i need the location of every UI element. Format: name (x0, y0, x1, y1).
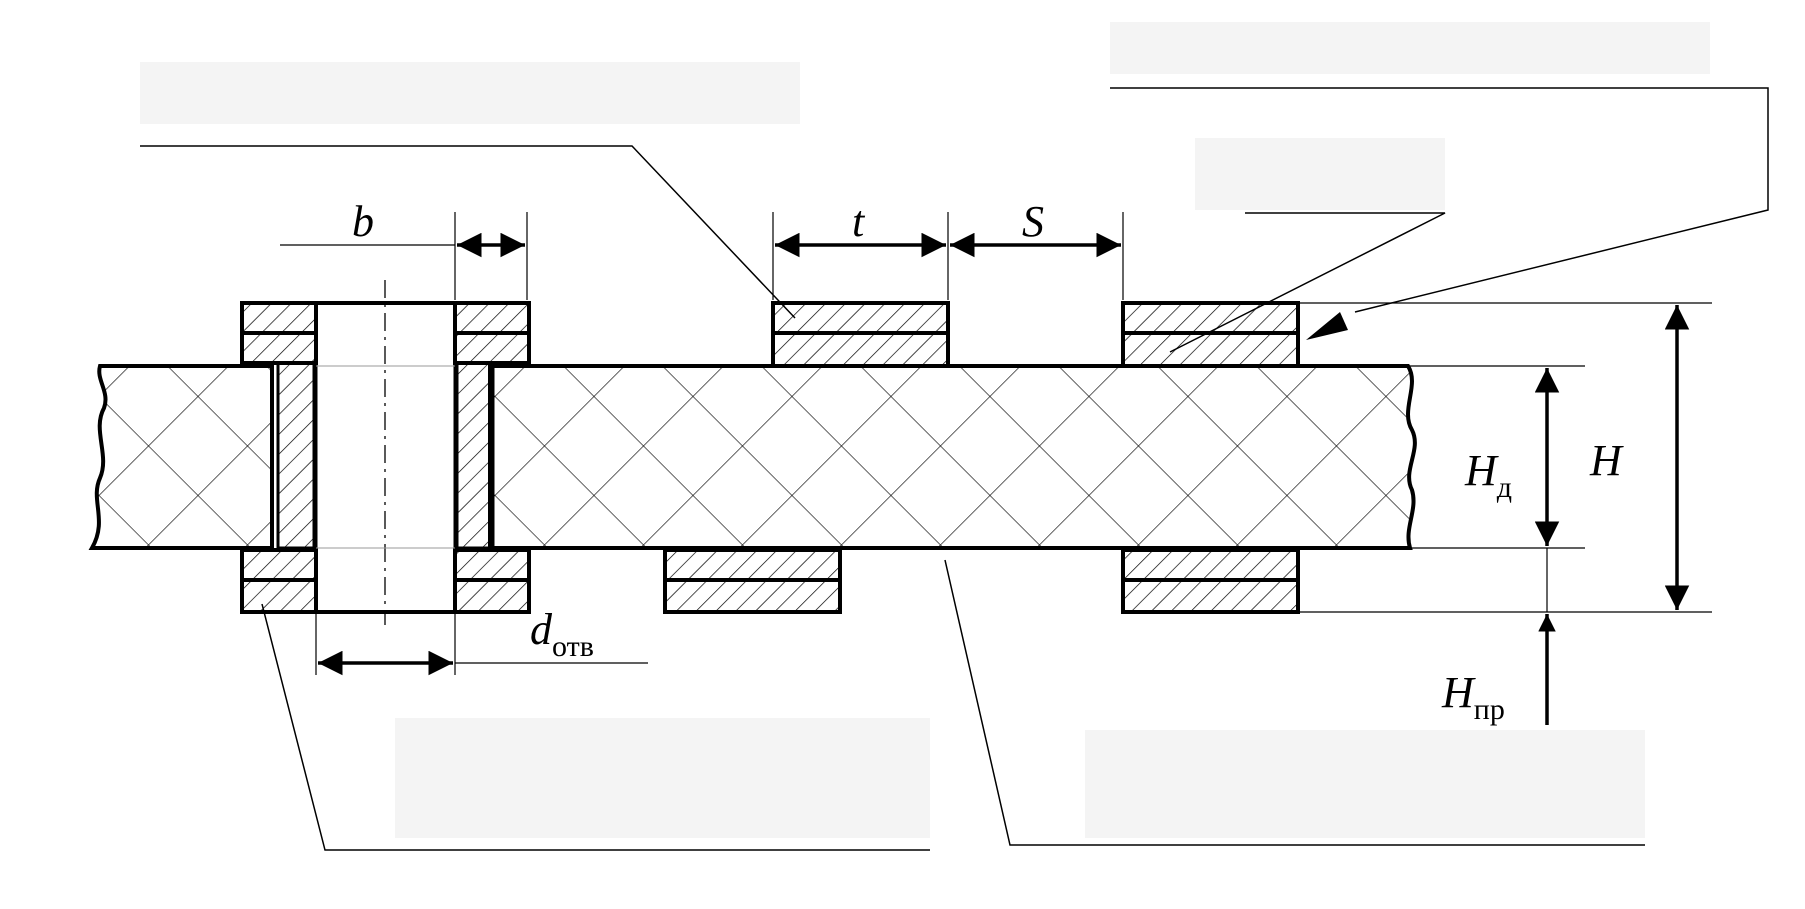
dimension-arrows (318, 232, 1690, 725)
label-h-pr-main: H (1441, 668, 1476, 717)
label-d-otv-main: d (530, 605, 553, 654)
leader-lines (140, 87, 1769, 851)
label-d-otv: dотв (530, 605, 594, 663)
label-h-d-sub: д (1497, 471, 1512, 504)
top-conductors (771, 301, 1300, 368)
label-h-pr-sub: пр (1474, 693, 1505, 726)
label-t: t (852, 197, 866, 246)
blank-label-areas (140, 22, 1710, 838)
label-h-pr: Hпр (1441, 668, 1505, 726)
dielectric-substrate (88, 364, 1417, 550)
label-s: S (1022, 197, 1044, 246)
pointer-arrowhead (1306, 312, 1348, 340)
label-d-otv-sub: отв (552, 630, 594, 663)
label-h-d-main: H (1464, 446, 1499, 495)
bottom-conductors (663, 548, 1300, 614)
label-h: H (1589, 436, 1624, 485)
label-h-d: Hд (1464, 446, 1512, 504)
extension-lines (280, 212, 1712, 675)
label-b: b (352, 197, 374, 246)
plated-through-hole (240, 280, 531, 625)
